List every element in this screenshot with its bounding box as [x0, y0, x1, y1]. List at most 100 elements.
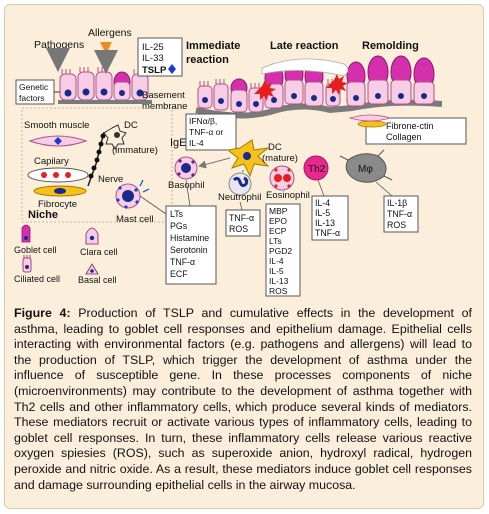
goblet-cell-legend-label: Goblet cell: [14, 245, 57, 255]
smooth-muscle-thick-icon: [348, 114, 392, 122]
late-reaction-heading: Late reaction: [270, 40, 339, 52]
ciliated-cell-legend-label: Ciliated cell: [14, 274, 60, 284]
basement-membrane-line1: Basement: [142, 90, 185, 101]
th2-mediator: IL-13: [315, 218, 335, 228]
th2-to-box-connector: [317, 179, 325, 197]
dc-immature-line2: (immature): [112, 145, 158, 156]
dc-mature-line1: DC: [268, 142, 282, 153]
dc-mature-cell: [226, 139, 270, 178]
smooth-muscle-cell: [28, 135, 88, 147]
epithelium-left: [59, 67, 149, 101]
th2-label: Th2: [308, 164, 326, 175]
collagen-label: Collagen: [386, 132, 422, 142]
eosinophil-mediators-box: MBP EPO ECP LTs PGD2 IL-4 IL-5 IL-13 ROS: [265, 203, 301, 297]
immediate-reaction-line1: Immediate: [186, 40, 240, 52]
macrophage-label: Mφ: [358, 164, 373, 175]
nerve-label: Nerve: [98, 174, 123, 185]
basophil-label: Basophil: [168, 180, 204, 191]
macrophage-mediator: IL-1β: [387, 198, 407, 208]
neutrophil-mediator: TNF-α: [229, 213, 254, 223]
eosinophil-mediator: MBP: [269, 206, 288, 216]
tslp-label: TSLP: [142, 65, 167, 76]
mast-mediator: TNF-α: [170, 257, 195, 267]
capilary-vessel: [27, 167, 89, 183]
neutrophil-label: Neutrophil: [218, 192, 261, 203]
allergens-label: Allergens: [88, 27, 132, 39]
eosinophil-cell: [269, 165, 295, 191]
basement-membrane-line2: membrane: [142, 101, 187, 112]
epithelial-cell: [77, 71, 95, 101]
basal-cell-legend-label: Basal cell: [78, 275, 117, 285]
damage-burst-icon: [254, 80, 276, 101]
genetic-factors-line1: Genetic: [19, 82, 49, 92]
tslp-diamond-icon: [168, 64, 176, 74]
mast-cell: [115, 179, 150, 209]
dc-to-basophil-arrow: [198, 157, 231, 169]
dc-immature-cell: [103, 124, 127, 150]
figure-caption: Figure 4: Production of TSLP and cumulat…: [14, 306, 472, 493]
clara-cell-legend-icon: [85, 227, 99, 245]
cytokine-box: IL-25 IL-33 TSLP: [137, 37, 183, 77]
fibronectin-box: Fibrone-ctin Collagen: [357, 117, 467, 145]
eosinophil-mediator: IL-5: [269, 266, 284, 276]
clara-cell-legend-label: Clara cell: [80, 247, 118, 257]
th2-mediators-box: IL-4 IL-5 IL-13 TNF-α: [311, 195, 349, 241]
dc-to-neutrophil-arrow: [241, 169, 245, 173]
mast-basophil-mediators-box: LTs PGs Histamine Serotonin TNF-α ECF: [165, 205, 217, 285]
th2-mediator: IL-5: [315, 208, 330, 218]
basal-cell-legend-icon: [85, 263, 99, 275]
immediate-reaction-line2: reaction: [186, 54, 229, 66]
dc-immature-line1: DC: [124, 120, 138, 131]
dc-mature-mediator: IFNα/β,: [189, 116, 217, 126]
asthma-diagram: Pathogens Allergens Genetic factors IL-2…: [14, 27, 467, 297]
genetic-factors-box: Genetic factors: [15, 79, 55, 105]
eosinophil-mediator: IL-4: [269, 256, 284, 266]
eosinophil-mediator: LTs: [269, 236, 282, 246]
dc-mature-line2: (mature): [262, 153, 298, 164]
mast-to-box-connector: [139, 195, 167, 215]
niche-label: Niche: [28, 209, 58, 221]
macrophage-to-box-connector: [375, 181, 393, 197]
damage-burst-icon: [326, 74, 348, 95]
ige-label: IgE: [170, 137, 187, 149]
macrophage-mediators-box: IL-1β TNF-α ROS: [383, 195, 419, 233]
fibronectin-label: Fibrone-ctin: [386, 121, 434, 131]
pathogens-label: Pathogens: [34, 39, 84, 51]
mast-mediator: LTs: [170, 209, 184, 219]
th2-mediator: IL-4: [315, 198, 330, 208]
basophil-to-box-connector: [185, 179, 191, 207]
fibrocyte-label: Fibrocyte: [38, 199, 77, 210]
macrophage-mediator: ROS: [387, 220, 406, 230]
eosinophil-mediator: PGD2: [269, 246, 292, 256]
dc-mature-mediators-box: IFNα/β, TNF-α or IL-4: [185, 113, 237, 151]
eosinophil-mediator: IL-13: [269, 276, 289, 286]
eosinophil-label: Eosinophil: [266, 190, 310, 201]
th2-cell: [303, 155, 329, 181]
caption-text: Production of TSLP and cumulative effect…: [14, 306, 472, 492]
neutrophil-mediator: ROS: [229, 224, 248, 234]
dc-mature-mediator: IL-4: [189, 138, 204, 148]
epithelial-cell: [95, 71, 113, 101]
mucus-plug: [261, 58, 349, 77]
allergen-triangle-icon: [100, 42, 112, 54]
mast-mediator: Serotonin: [170, 245, 208, 255]
basophil-cell: [174, 156, 198, 180]
neutrophil-cell: [228, 172, 252, 196]
neutrophil-mediators-box: TNF-α ROS: [225, 209, 261, 237]
il25-label: IL-25: [142, 42, 164, 53]
macrophage-cell: [339, 149, 393, 183]
mast-cell-label: Mast cell: [116, 214, 153, 225]
genetic-factors-line2: factors: [19, 93, 45, 103]
eosinophil-mediator: EPO: [269, 216, 287, 226]
mast-mediator: PGs: [170, 221, 188, 231]
goblet-cell: [113, 71, 131, 101]
eosinophil-mediator: ECP: [269, 226, 287, 236]
ciliated-cell-legend-icon: [22, 255, 32, 273]
eosinophil-mediator: ROS: [269, 286, 288, 296]
capilary-label: Capilary: [34, 156, 69, 167]
caption-label: Figure 4:: [14, 306, 71, 320]
dc-mature-mediator: TNF-α or: [189, 127, 223, 137]
goblet-cell-legend-icon: [21, 224, 31, 243]
il33-label: IL-33: [142, 53, 164, 64]
mast-mediator: Histamine: [170, 233, 209, 243]
